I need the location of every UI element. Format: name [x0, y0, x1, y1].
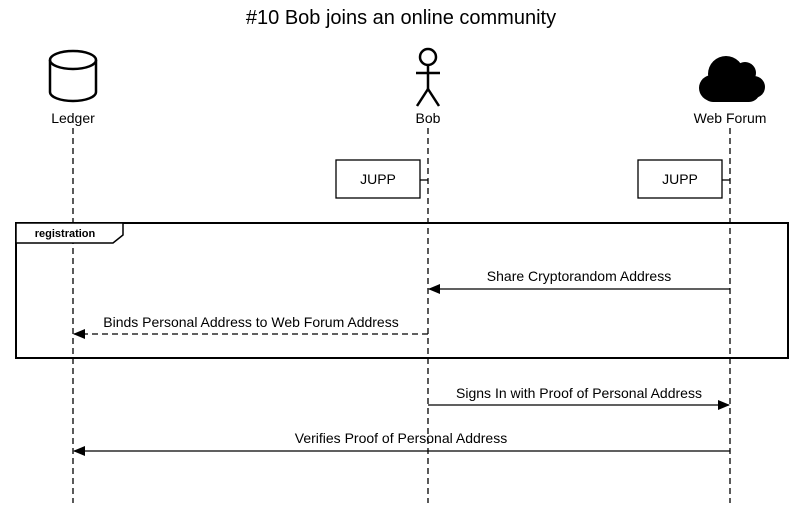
note-jupp-bob: JUPP — [335, 159, 428, 199]
diagram-title: #10 Bob joins an online community — [246, 7, 556, 29]
message-label: Share Cryptorandom Address — [487, 268, 671, 284]
note-label: JUPP — [360, 171, 396, 187]
message-verifies-proof: Verifies Proof of Personal Address — [73, 430, 730, 456]
message-label: Binds Personal Address to Web Forum Addr… — [103, 314, 398, 330]
cloud-icon — [699, 56, 765, 102]
fragment-label: registration — [35, 228, 96, 240]
message-label: Signs In with Proof of Personal Address — [456, 385, 702, 401]
message-signs-in: Signs In with Proof of Personal Address — [428, 385, 730, 410]
participant-label-bob: Bob — [416, 110, 441, 126]
message-share-cryptorandom-address: Share Cryptorandom Address — [428, 268, 730, 294]
message-binds-personal-address: Binds Personal Address to Web Forum Addr… — [73, 314, 428, 339]
participant-label-ledger: Ledger — [51, 110, 95, 126]
note-jupp-web-forum: JUPP — [637, 159, 730, 199]
participant-label-web-forum: Web Forum — [694, 110, 767, 126]
database-cylinder-icon — [48, 49, 98, 103]
note-label: JUPP — [662, 171, 698, 187]
message-label: Verifies Proof of Personal Address — [295, 430, 507, 446]
stick-figure-icon — [415, 47, 441, 107]
registration-fragment: registration — [15, 222, 789, 359]
